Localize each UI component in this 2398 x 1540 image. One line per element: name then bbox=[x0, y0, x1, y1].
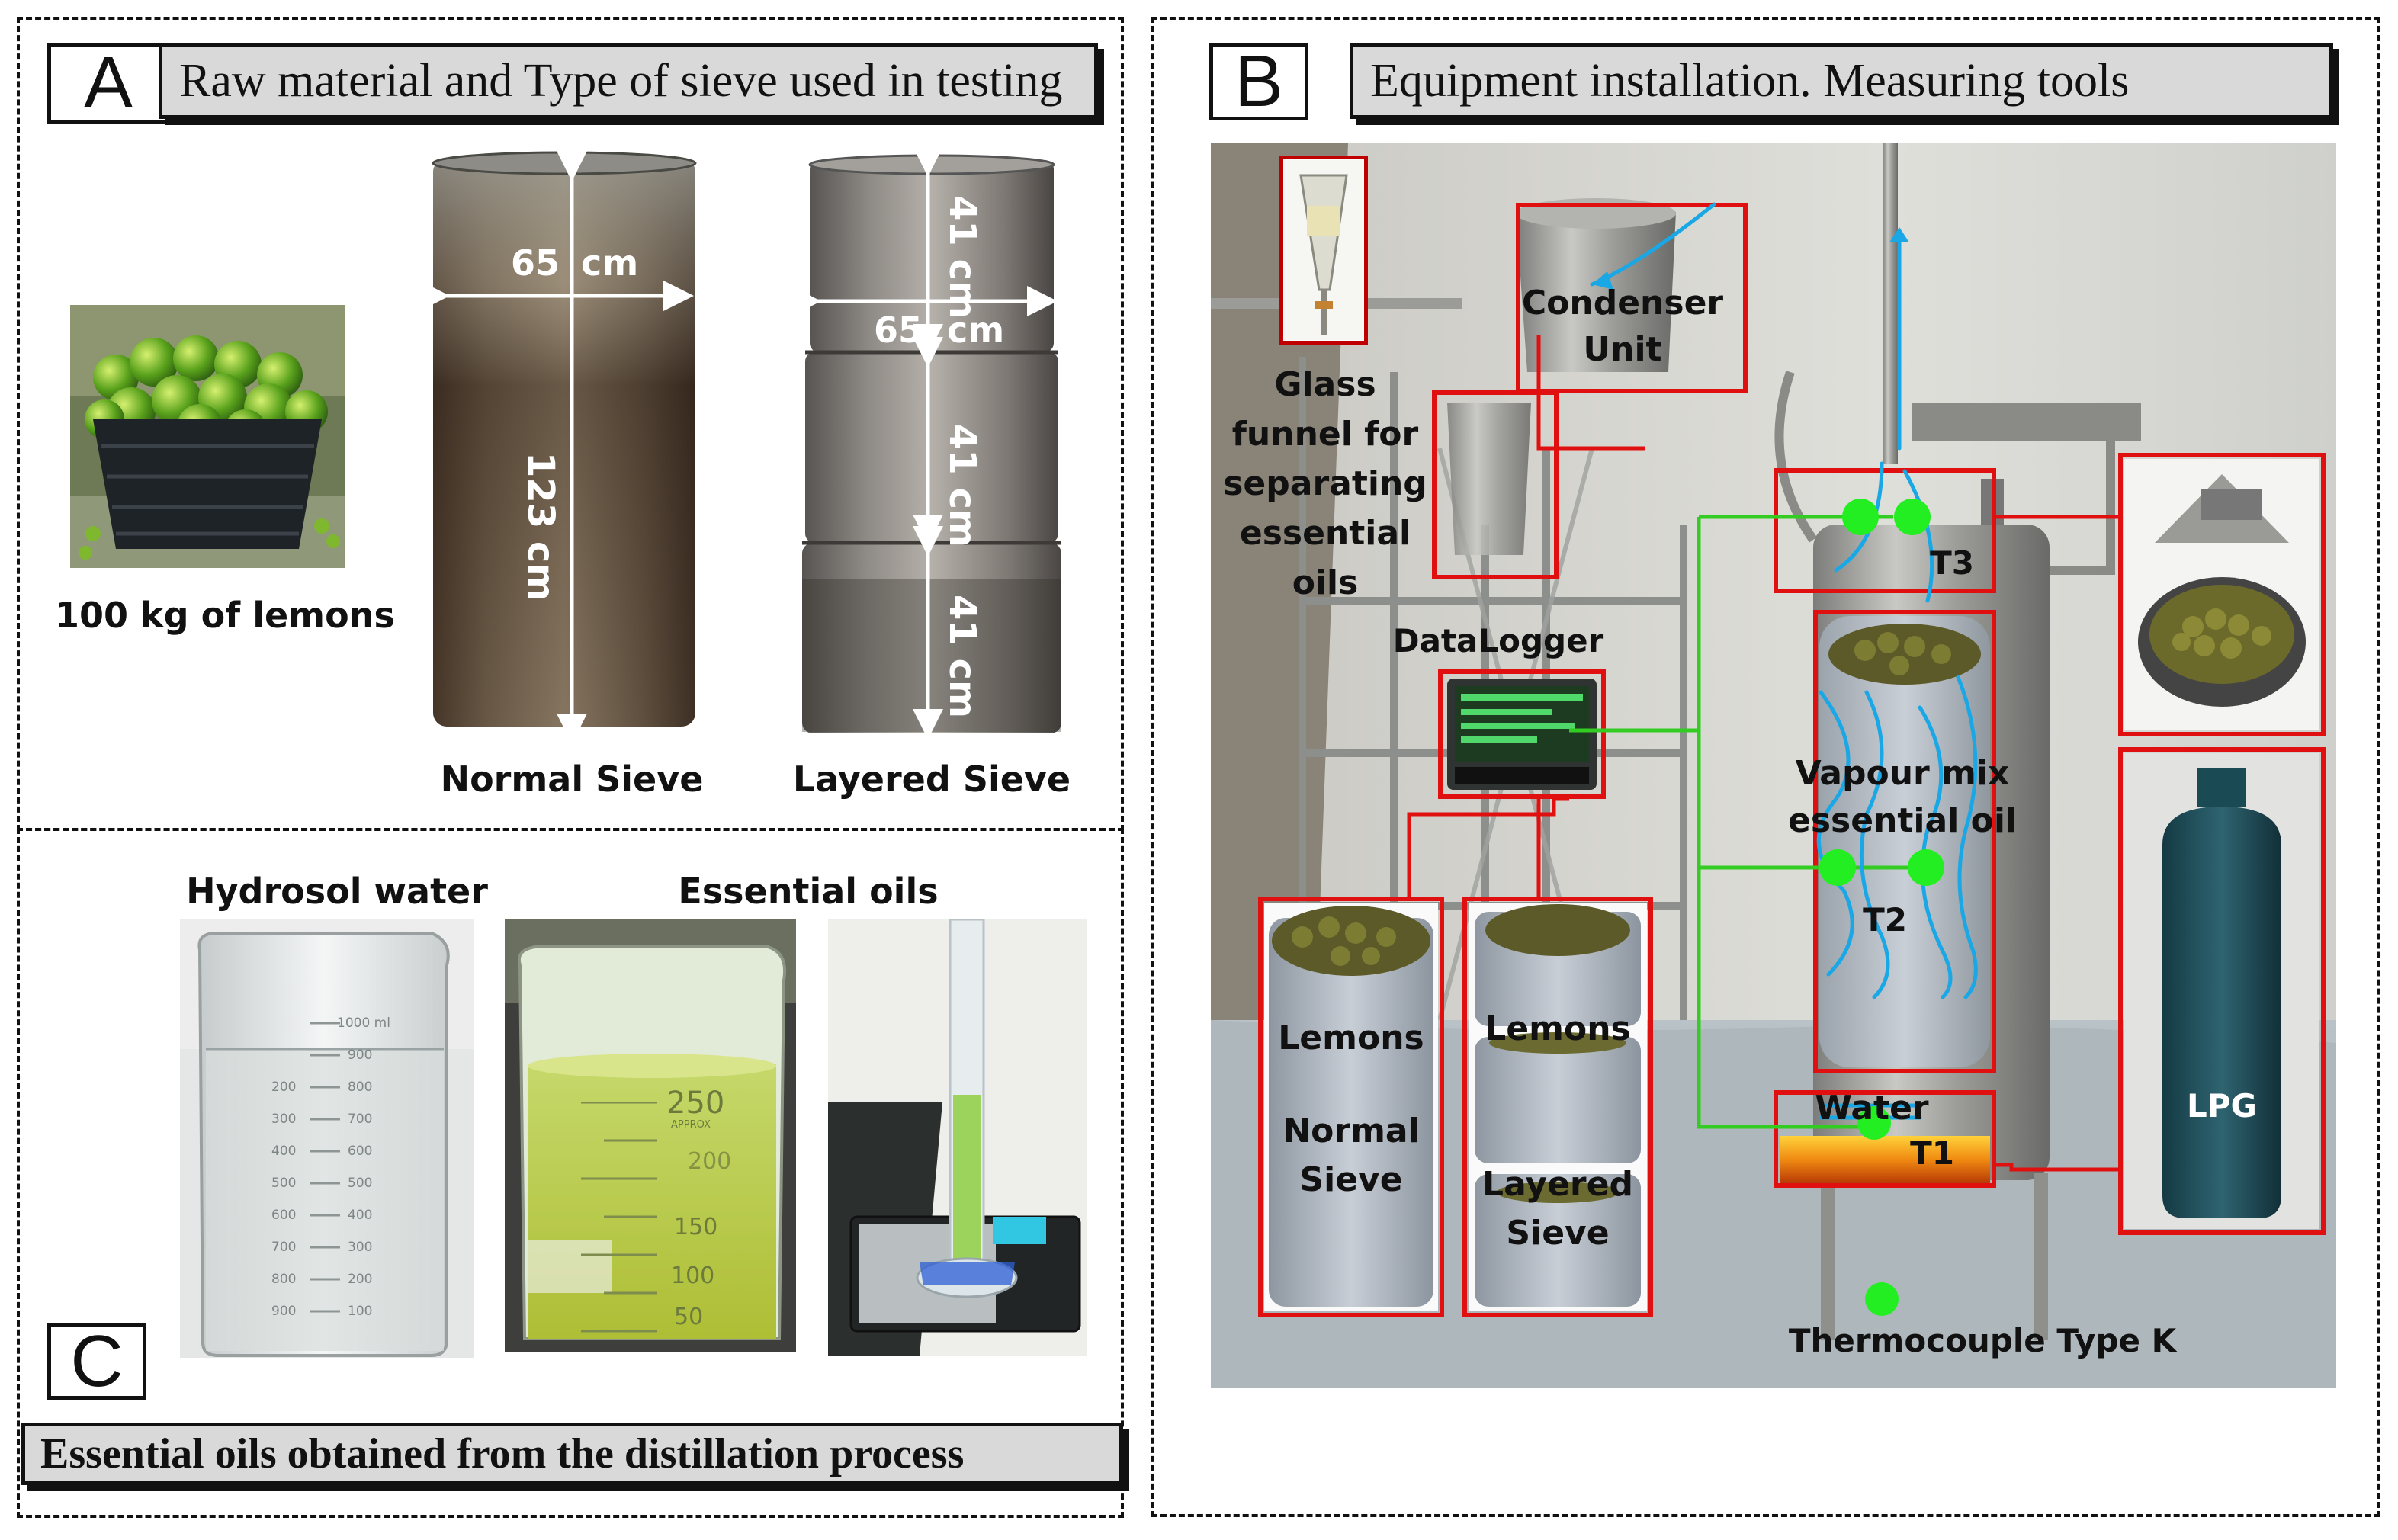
t2-label: T2 bbox=[1863, 901, 1907, 938]
hydrosol-beaker-photo bbox=[180, 919, 474, 1358]
mark-right-1: 300 bbox=[271, 1112, 297, 1127]
panel-b-frame bbox=[1151, 17, 2380, 1517]
vapour-label-line-1: Vapour mix bbox=[1795, 754, 2010, 793]
mark-left-6: 400 bbox=[348, 1208, 373, 1223]
essential-oil-beaker-photo bbox=[505, 919, 796, 1352]
mark-left-0: 1000 ml bbox=[337, 1015, 390, 1031]
vessel-cutaway-image bbox=[1819, 616, 1990, 1067]
normal-sieve-frame bbox=[1258, 897, 1444, 1317]
mark-right-3: 500 bbox=[271, 1176, 297, 1191]
condenser-label-line-2: Unit bbox=[1583, 329, 1662, 369]
condenser-label: Condenser Unit bbox=[1516, 281, 1729, 373]
layered-sieve-3d-label-layered: Layered bbox=[1482, 1164, 1633, 1204]
layered-sieve-frame bbox=[1462, 897, 1653, 1317]
panel-c-letter: C bbox=[47, 1323, 146, 1400]
mark-left-4: 600 bbox=[348, 1144, 373, 1159]
glass-funnel-label-line-5: oils bbox=[1292, 563, 1359, 603]
panel-b-letter: B bbox=[1209, 43, 1308, 120]
layered-sieve-dimension-arrows bbox=[795, 152, 1058, 740]
glass-funnel-label-line-4: essential bbox=[1239, 514, 1411, 553]
layered-sieve-3d-label: Lemons Layered Sieve bbox=[1462, 1005, 1653, 1257]
datalogger-image bbox=[1447, 679, 1597, 790]
panel-a-title: Raw material and Type of sieve used in t… bbox=[159, 43, 1098, 119]
normal-sieve-3d-label: Lemons Normal Sieve bbox=[1258, 1014, 1444, 1204]
burner-frame bbox=[1774, 1090, 1996, 1188]
essential-oils-caption: Essential oils bbox=[678, 871, 939, 912]
column-top-frame bbox=[1774, 468, 1996, 593]
panel-c-frame bbox=[17, 828, 1124, 1518]
oil-mark-250: 250 bbox=[666, 1086, 725, 1121]
mark-left-8: 200 bbox=[348, 1272, 373, 1287]
oil-mark-50: 50 bbox=[674, 1304, 704, 1330]
funnel-frame bbox=[1432, 390, 1559, 579]
lemons-caption: 100 kg of lemons bbox=[55, 595, 395, 636]
layered-sieve-3d-label-sieve: Sieve bbox=[1506, 1213, 1610, 1253]
normal-sieve-3d-label-lemons: Lemons bbox=[1278, 1019, 1424, 1057]
panel-b-title: Equipment installation. Measuring tools bbox=[1350, 43, 2333, 119]
condenser-label-line-1: Condenser bbox=[1521, 284, 1724, 322]
datalogger-frame bbox=[1438, 669, 1606, 799]
mark-right-7: 900 bbox=[271, 1304, 297, 1319]
layered-sieve-3d-label-lemons: Lemons bbox=[1485, 1009, 1631, 1048]
mark-left-5: 500 bbox=[348, 1176, 373, 1191]
water-label: Water bbox=[1815, 1089, 1929, 1128]
glass-funnel-label-line-2: funnel for bbox=[1231, 415, 1419, 454]
mark-right-4: 600 bbox=[271, 1208, 297, 1223]
normal-sieve-3d-label-normal: Normal bbox=[1282, 1111, 1420, 1150]
normal-sieve-height-label: 123 cm bbox=[519, 452, 562, 602]
layered-sieve-layer-label-3: 41 cm bbox=[941, 595, 984, 718]
vapour-label: Vapour mix essential oil bbox=[1784, 750, 2021, 845]
mark-right-5: 700 bbox=[271, 1240, 297, 1255]
wiring-and-flow-overlay bbox=[1407, 202, 2118, 1316]
t3-label: T3 bbox=[1930, 544, 1974, 582]
hydrosol-beaker-scale: 1000 ml 900 800 700 600 500 400 300 200 … bbox=[180, 919, 474, 1358]
normal-sieve-render bbox=[1264, 903, 1438, 1311]
burner-fire-image bbox=[1780, 1136, 1990, 1183]
vessel-frame bbox=[1813, 610, 1996, 1073]
lid-detail-frame bbox=[2118, 453, 2326, 736]
lid-detail-image bbox=[2124, 459, 2319, 730]
mark-left-9: 100 bbox=[348, 1304, 373, 1319]
glass-funnel-label-line-1: Glass bbox=[1274, 365, 1376, 404]
condenser-frame bbox=[1516, 203, 1748, 393]
cylinder-on-scale-photo bbox=[828, 919, 1087, 1356]
oil-beaker-scale: 250 APPROX 200 150 100 50 bbox=[505, 919, 796, 1352]
panel-c-title: Essential oils obtained from the distill… bbox=[21, 1423, 1123, 1485]
lemons-basket-photo bbox=[70, 305, 345, 568]
t1-label: T1 bbox=[1910, 1134, 1954, 1172]
layered-sieve-width-unit: cm bbox=[947, 310, 1005, 351]
mark-right-0: 200 bbox=[271, 1080, 297, 1095]
thermocouple-label: Thermocouple Type K bbox=[1788, 1322, 2177, 1359]
glass-funnel-inset-image bbox=[1284, 160, 1363, 340]
mark-left-3: 700 bbox=[348, 1112, 373, 1127]
mark-left-2: 800 bbox=[348, 1080, 373, 1095]
normal-sieve-width-unit: cm bbox=[581, 242, 639, 284]
layered-sieve-caption: Layered Sieve bbox=[792, 759, 1071, 800]
normal-sieve-3d-label-sieve: Sieve bbox=[1299, 1160, 1403, 1199]
normal-sieve-width-value: 65 bbox=[511, 242, 560, 284]
panel-a-letter: A bbox=[47, 43, 169, 124]
mark-right-6: 800 bbox=[271, 1272, 297, 1287]
mark-right-2: 400 bbox=[271, 1144, 297, 1159]
hydrosol-caption: Hydrosol water bbox=[186, 871, 488, 912]
vapour-label-line-2: essential oil bbox=[1788, 801, 2017, 841]
glass-funnel-label: Glass funnel for separating essential oi… bbox=[1218, 360, 1432, 608]
layered-sieve-width-value: 65 bbox=[874, 310, 923, 351]
normal-sieve-caption: Normal Sieve bbox=[440, 759, 704, 800]
glass-funnel-label-line-3: separating bbox=[1223, 464, 1427, 504]
oil-mark-approx: APPROX bbox=[671, 1119, 711, 1131]
mark-left-7: 300 bbox=[348, 1240, 373, 1255]
oil-mark-100: 100 bbox=[671, 1262, 715, 1289]
mark-left-1: 900 bbox=[348, 1048, 373, 1063]
layered-sieve-render bbox=[1469, 903, 1647, 1311]
layered-sieve-layer-label-1: 41 cm bbox=[941, 195, 984, 319]
normal-sieve-dimension-arrows bbox=[427, 151, 694, 744]
layered-sieve-layer-label-2: 41 cm bbox=[941, 424, 984, 547]
lpg-cylinder-image bbox=[2124, 753, 2319, 1229]
lpg-label: LPG bbox=[2186, 1087, 2258, 1125]
oil-mark-150: 150 bbox=[674, 1214, 718, 1240]
oil-mark-200: 200 bbox=[688, 1148, 732, 1175]
lpg-frame bbox=[2118, 747, 2326, 1235]
datalogger-label: DataLogger bbox=[1392, 622, 1604, 659]
